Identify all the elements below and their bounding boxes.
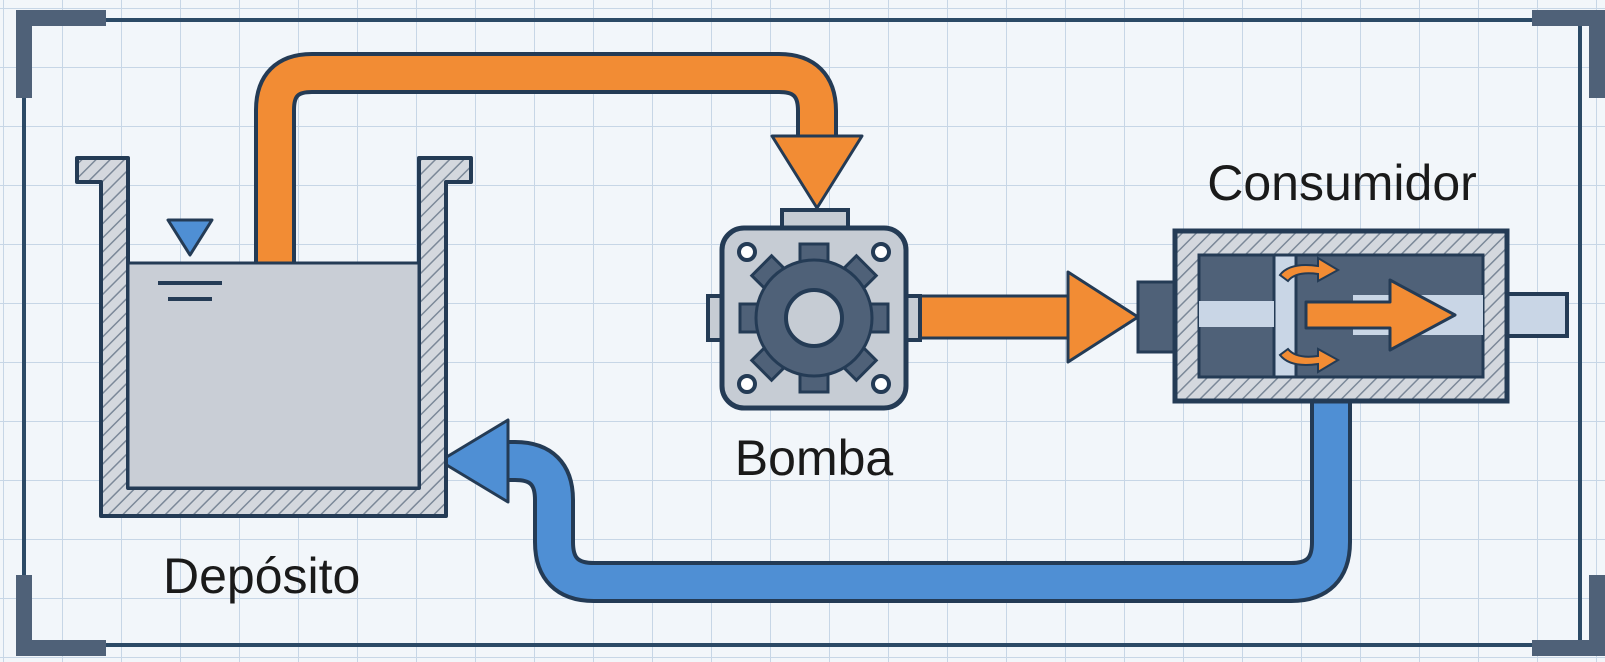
consumer-label: Consumidor <box>1207 155 1477 211</box>
cylinder-rod <box>1503 292 1569 338</box>
cylinder-flow-bottom-arrow <box>1278 347 1341 374</box>
cylinder-inner-rod <box>1199 301 1274 327</box>
frame-corner-bottom-left <box>16 575 106 656</box>
water-level-icon <box>158 218 222 301</box>
pump-label: Bomba <box>735 430 894 486</box>
return-line <box>438 400 1352 603</box>
cylinder-push-arrow <box>1304 278 1457 352</box>
return-arrowhead <box>438 418 510 504</box>
cylinder-inlet-block <box>1136 280 1180 354</box>
gear-icon <box>738 242 890 394</box>
reservoir-fluid <box>126 261 421 490</box>
suction-line <box>254 52 864 262</box>
frame-corner-bottom-right <box>1532 575 1605 656</box>
pressure-arrowhead <box>1066 270 1140 364</box>
frame-border <box>22 18 1582 647</box>
pump-bolts <box>737 242 891 394</box>
consumer-cylinder <box>1136 228 1569 404</box>
suction-arrowhead <box>770 134 864 210</box>
frame-corner-top-right <box>1532 10 1605 98</box>
pump <box>706 208 922 411</box>
reservoir-label: Depósito <box>163 548 360 604</box>
cylinder-flow-top-arrow <box>1278 256 1341 283</box>
reservoir <box>75 156 473 518</box>
frame-corner-top-left <box>16 10 106 98</box>
